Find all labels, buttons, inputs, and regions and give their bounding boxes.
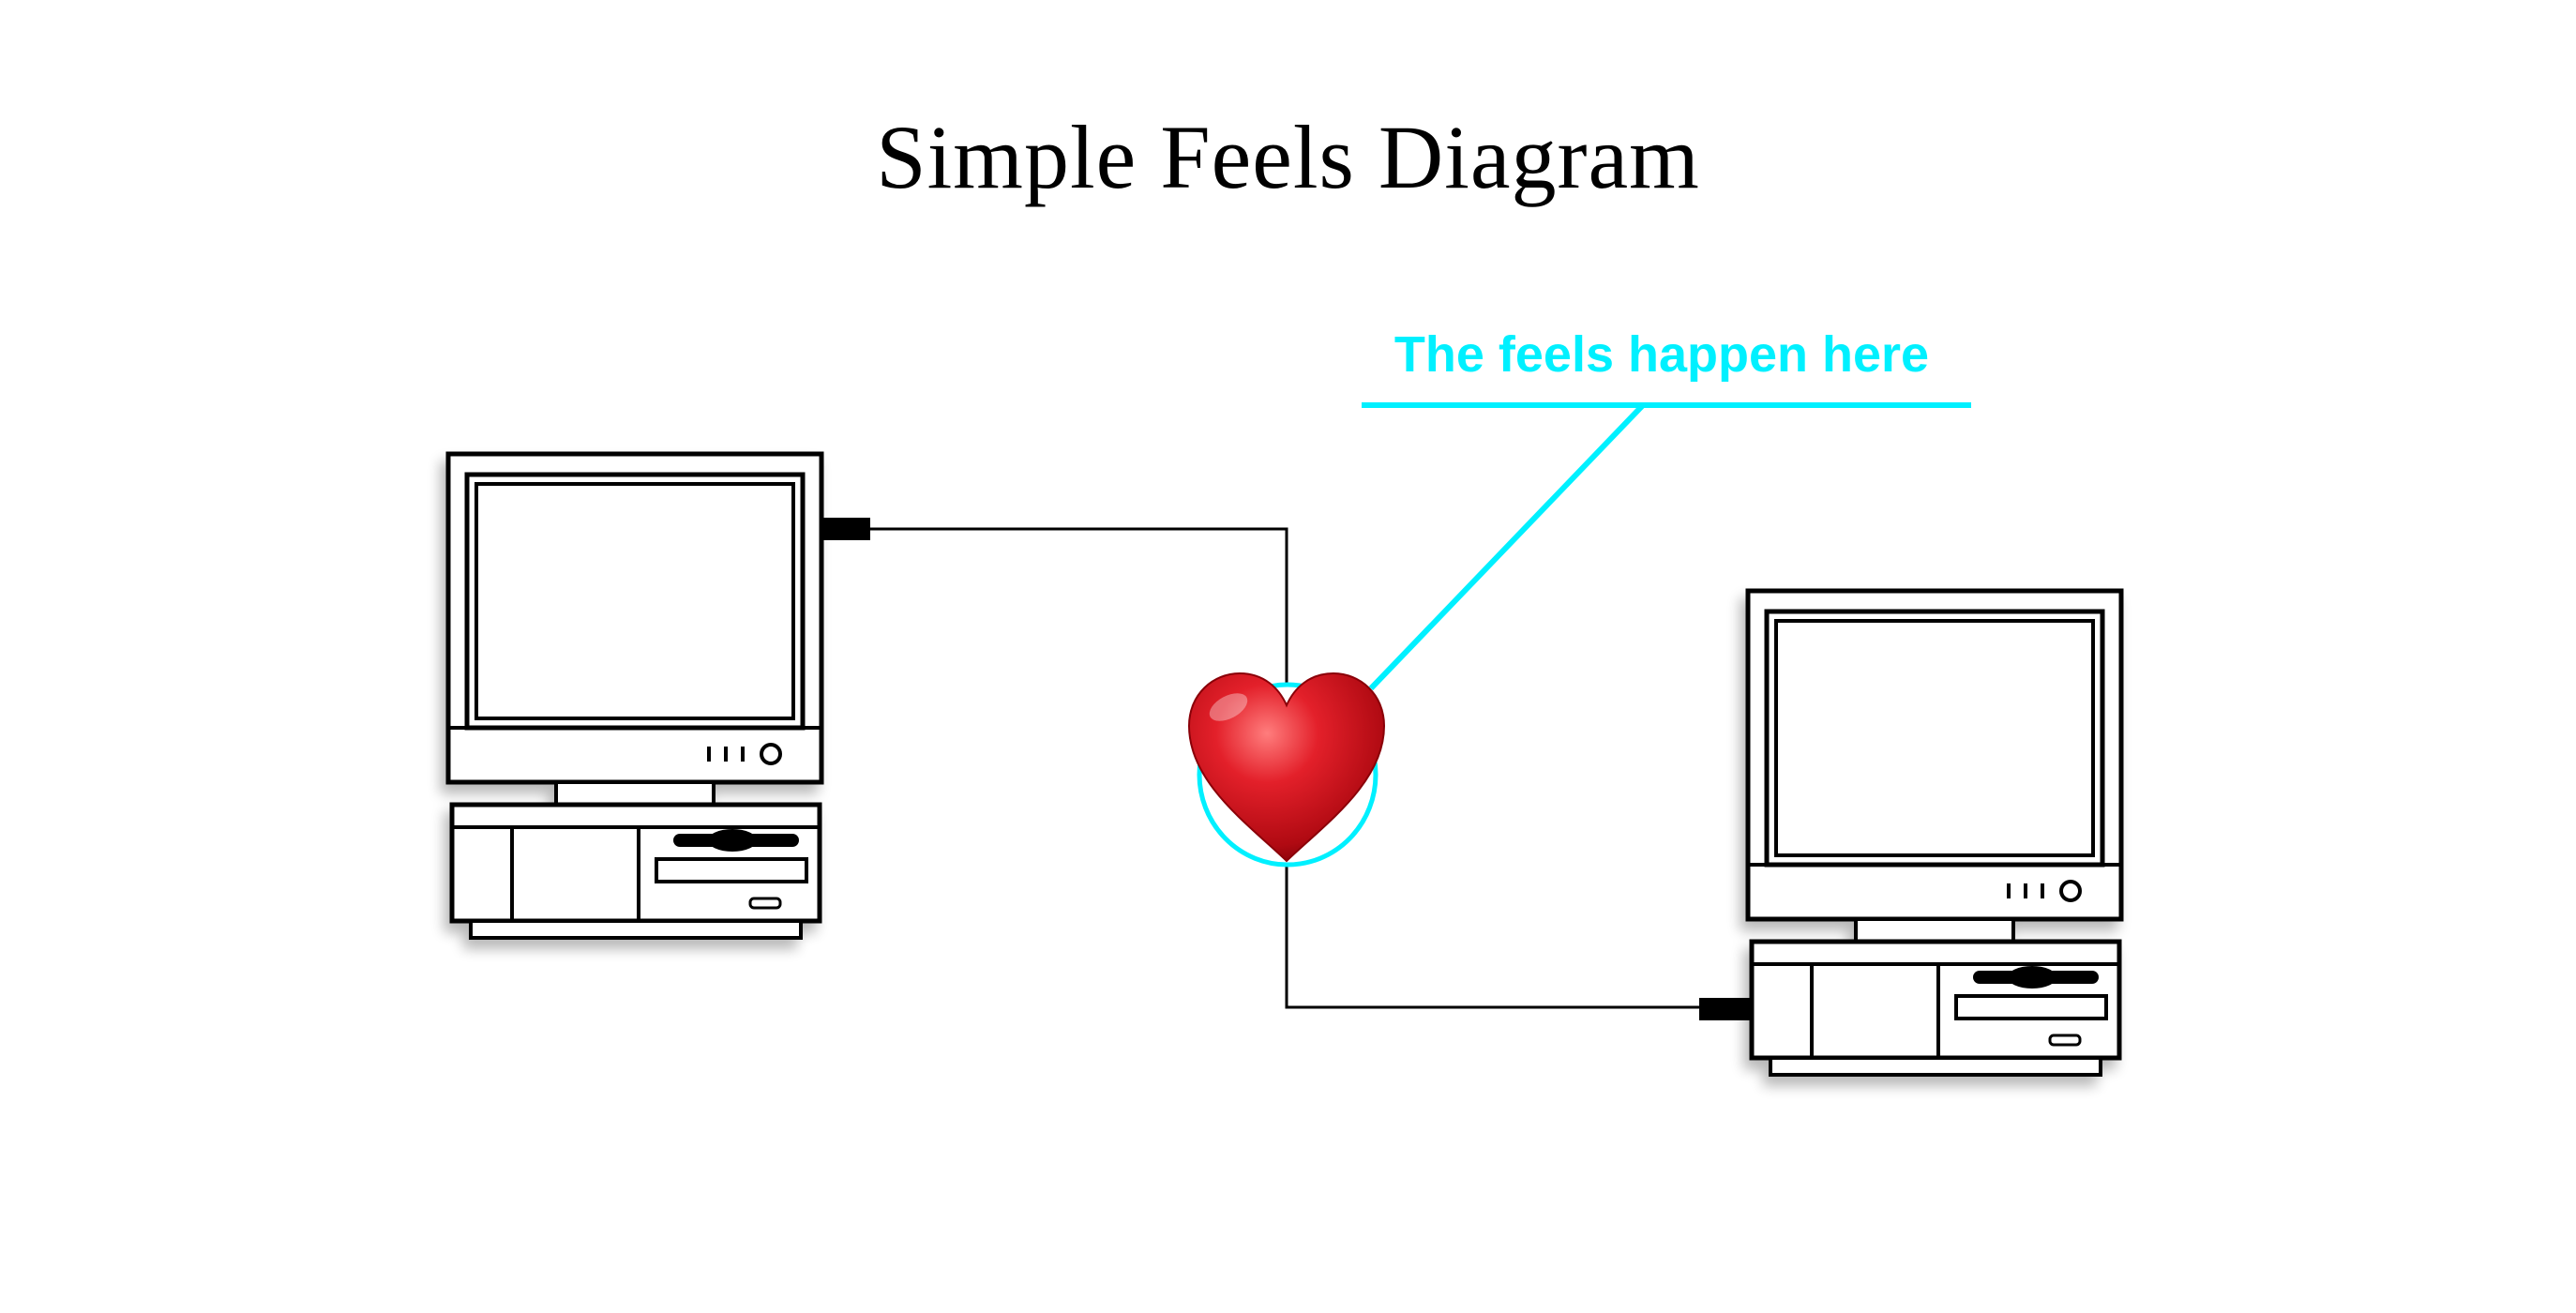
desktop-computer-icon xyxy=(1748,591,2121,1075)
cable-plug-right xyxy=(1699,998,1750,1020)
computer-right xyxy=(1748,591,2121,1075)
heart-icon xyxy=(1187,672,1386,863)
desktop-computer-icon xyxy=(448,454,821,938)
diagram-title: Simple Feels Diagram xyxy=(876,107,1700,207)
heart-highlight-ring xyxy=(1197,682,1378,868)
wire-heart-to-right xyxy=(1285,863,1699,1009)
cable-plug-left xyxy=(821,518,870,540)
computer-left xyxy=(448,454,821,938)
network-wires xyxy=(868,527,1699,1009)
callout-leader-line xyxy=(1368,402,1646,691)
callout: The feels happen here xyxy=(1362,326,1971,691)
heart xyxy=(1187,672,1386,868)
wire-left-to-heart xyxy=(868,527,1288,683)
callout-label: The feels happen here xyxy=(1394,326,1929,383)
